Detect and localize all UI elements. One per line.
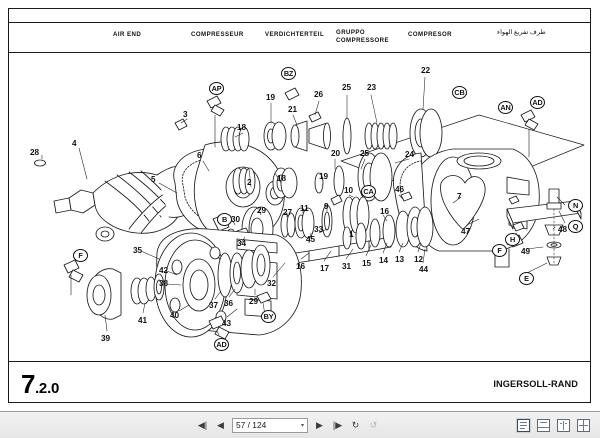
callout-number: 19: [319, 172, 329, 181]
callout-number: 12: [414, 255, 424, 264]
two-page-view-icon[interactable]: [557, 418, 570, 432]
callout-number: 15: [362, 259, 372, 268]
single-page-view-icon[interactable]: [517, 418, 530, 432]
page-border: [8, 8, 591, 403]
callout-number: 46: [395, 185, 405, 194]
page-number-value: 57 / 124: [236, 420, 267, 430]
callout-number: 24: [405, 150, 415, 159]
next-page-button[interactable]: ▶: [316, 419, 323, 430]
callout-number: 22: [421, 66, 431, 75]
callout-number: 41: [138, 316, 148, 325]
callout-number: 27: [283, 208, 293, 217]
callout-number: 28: [30, 148, 40, 157]
callout-number: 31: [342, 262, 352, 271]
page-header: AIR END COMPRESSEUR VERDICHTERTEIL GRUPP…: [9, 22, 590, 53]
callout-bubble: F: [492, 244, 507, 257]
callout-number: 19: [266, 93, 276, 102]
page-number-input[interactable]: 57 / 124 ▾: [232, 417, 308, 433]
callout-number: 6: [197, 151, 202, 160]
callout-number: 44: [419, 265, 429, 274]
callout-number: 42: [159, 266, 169, 275]
callout-number: 48: [558, 225, 568, 234]
section-number-major: 7: [21, 369, 35, 399]
callout-number: 32: [267, 279, 277, 288]
callout-number: 20: [331, 149, 341, 158]
callout-number: 33: [314, 225, 324, 234]
callout-number: 9: [324, 202, 329, 211]
view-mode-group: [517, 418, 590, 432]
callout-number: 18: [277, 174, 287, 183]
header-title-arabic: طرف تفريغ الهواء: [497, 29, 546, 36]
callout-bubble: CB: [452, 86, 467, 99]
callout-bubble: BZ: [281, 67, 296, 80]
rotate-counterclockwise-icon[interactable]: ↺: [369, 419, 378, 430]
callout-number: 16: [296, 262, 306, 271]
callout-number: 14: [379, 256, 389, 265]
callout-bubble: BY: [261, 310, 276, 323]
callout-number: 11: [300, 204, 309, 213]
header-title-italian: GRUPPO COMPRESSORE: [336, 29, 390, 44]
callout-bubble: AN: [498, 101, 513, 114]
callout-number: 1: [349, 230, 354, 239]
callout-bubble: AP: [209, 82, 224, 95]
header-title-english: AIR END: [113, 31, 142, 38]
callout-number: 3: [183, 110, 188, 119]
header-title-french: COMPRESSEUR: [191, 31, 244, 38]
callout-bubble: N: [568, 199, 583, 212]
callout-number: 39: [101, 334, 111, 343]
document-page: AIR END COMPRESSEUR VERDICHTERTEIL GRUPP…: [8, 8, 591, 403]
chevron-down-icon[interactable]: ▾: [300, 422, 304, 429]
callout-number: 43: [222, 319, 232, 328]
section-number-minor: .2.0: [34, 380, 60, 397]
viewer-toolbar: ◀| ◀ 57 / 124 ▾ ▶ |▶ ↻ ↺: [0, 411, 600, 438]
callout-number: 21: [288, 105, 298, 114]
scrolling-view-icon[interactable]: [537, 418, 550, 432]
callout-number: 16: [380, 207, 390, 216]
callout-number: 25: [342, 83, 352, 92]
callout-number: 30: [231, 215, 241, 224]
callout-number: 4: [72, 139, 77, 148]
callout-number: 45: [306, 235, 316, 244]
callout-bubble: Q: [568, 220, 583, 233]
previous-page-button[interactable]: ◀: [217, 419, 224, 430]
callout-number: 29: [257, 206, 267, 215]
section-number: 7.2.0: [21, 369, 59, 400]
callout-number: 40: [170, 311, 180, 320]
callout-number: 49: [521, 247, 531, 256]
page-footer: 7.2.0 INGERSOLL-RAND: [9, 361, 590, 402]
callout-number: 13: [395, 255, 405, 264]
callout-number: 17: [320, 264, 330, 273]
rotate-clockwise-icon[interactable]: ↻: [351, 419, 360, 430]
last-page-button[interactable]: |▶: [332, 419, 343, 430]
callout-number: 38: [159, 279, 169, 288]
callout-number: 2: [247, 178, 252, 187]
header-title-spanish: COMPRESOR: [408, 31, 453, 38]
header-title-german: VERDICHTERTEIL: [265, 31, 325, 38]
callout-number: 47: [461, 227, 471, 236]
brand-logo: INGERSOLL-RAND: [493, 379, 578, 389]
callout-number: 25: [360, 149, 370, 158]
callout-number: 34: [237, 239, 247, 248]
callout-bubble: CA: [361, 185, 376, 198]
callout-number: 10: [344, 186, 354, 195]
callout-number: 26: [314, 90, 324, 99]
callout-bubble: F: [73, 249, 88, 262]
book-view-icon[interactable]: [577, 418, 590, 432]
callout-number: 18: [237, 123, 247, 132]
first-page-button[interactable]: ◀|: [197, 419, 208, 430]
callout-bubble: E: [519, 272, 534, 285]
callout-bubble: AD: [530, 96, 545, 109]
callout-bubble: AD: [214, 338, 229, 351]
callout-number: 37: [209, 301, 219, 310]
callout-number: 29: [249, 297, 259, 306]
callout-number: 7: [457, 192, 462, 201]
callout-bubble: H: [505, 233, 520, 246]
callout-number: 35: [133, 246, 143, 255]
callout-bubble: B: [217, 213, 232, 226]
page-navigation-group: ◀| ◀ 57 / 124 ▾ ▶ |▶ ↻ ↺: [196, 417, 380, 433]
callout-number: 36: [224, 299, 234, 308]
callout-number: 5: [151, 175, 156, 184]
callout-number: 23: [367, 83, 377, 92]
